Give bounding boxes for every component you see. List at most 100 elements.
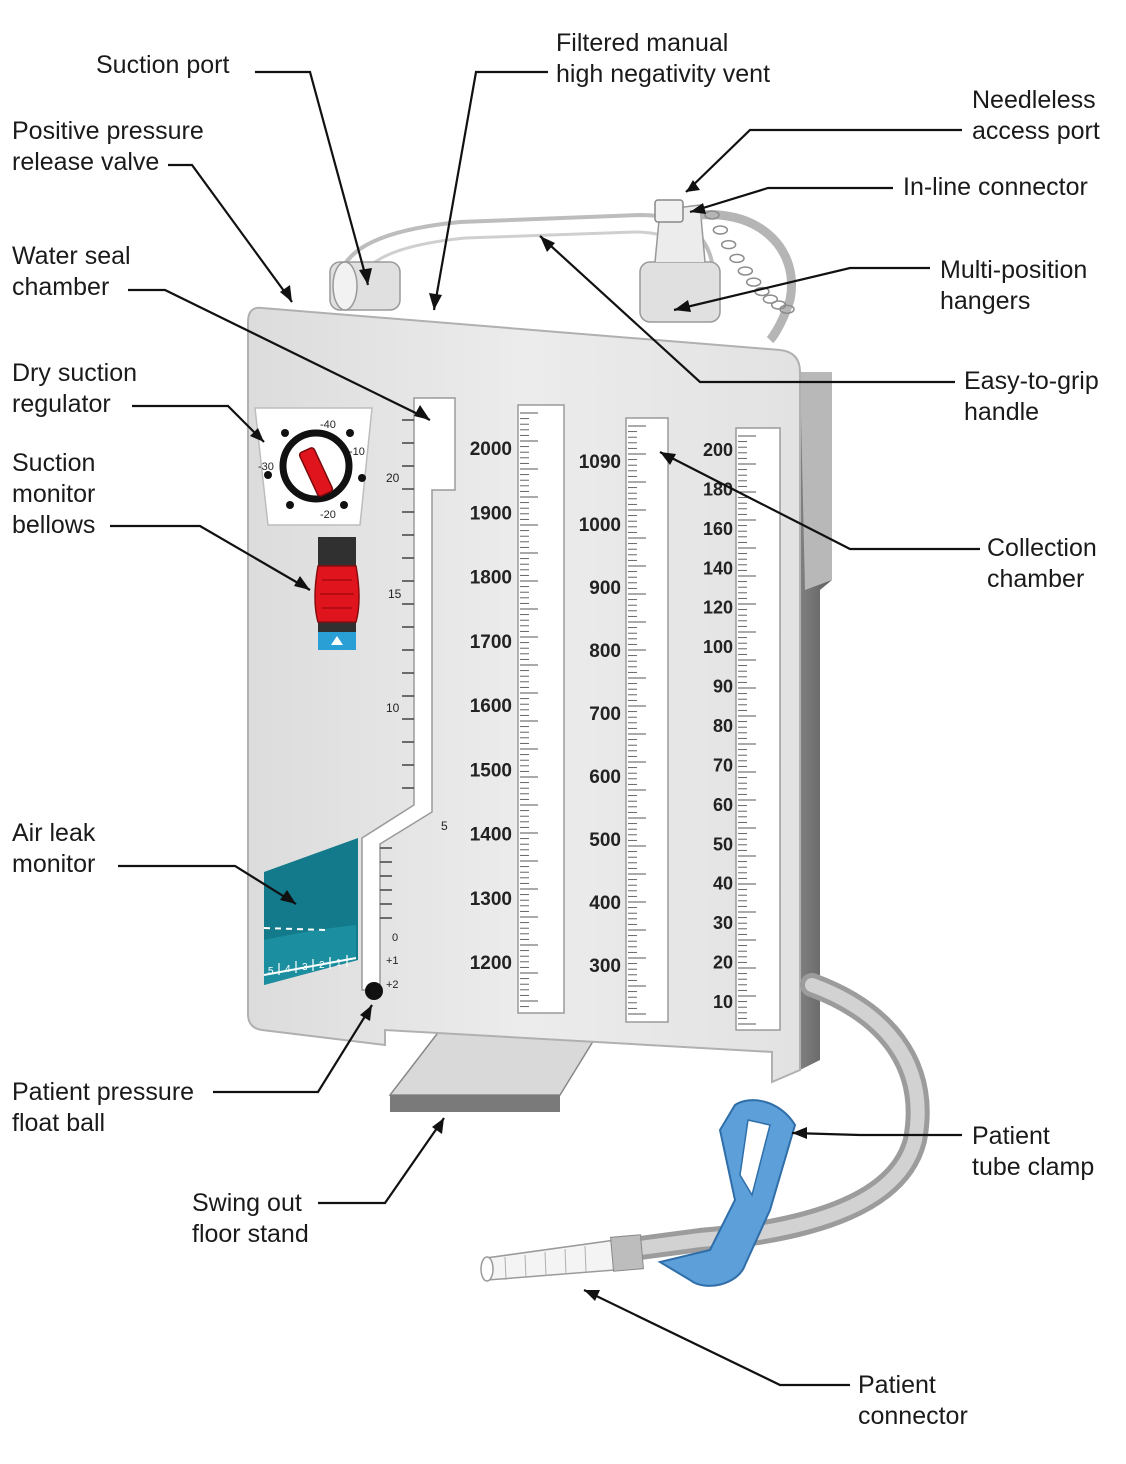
- collection-value: 1090: [579, 452, 621, 473]
- collection-value: 140: [703, 558, 733, 578]
- collection-value: 10: [713, 992, 733, 1012]
- coil-ring: [762, 294, 779, 304]
- label-float-ball: Patient pressure float ball: [12, 1077, 194, 1139]
- label-line: monitor: [12, 850, 96, 878]
- label-line: high negativity vent: [556, 60, 771, 88]
- collection-value: 1200: [470, 953, 512, 974]
- label-line: Dry suction: [12, 359, 138, 387]
- label-filtered-vent: Filtered manual high negativity vent: [556, 28, 770, 90]
- label-line: In-line connector: [903, 173, 1088, 201]
- dial-mark: -10: [349, 446, 365, 458]
- coil-ring: [729, 253, 745, 264]
- label-patient-connector: Patient connector: [858, 1370, 968, 1432]
- label-suction-port: Suction port: [96, 50, 229, 81]
- collection-scale-3: [735, 427, 781, 1031]
- coil-ring: [720, 239, 737, 250]
- collection-value: 1500: [470, 760, 512, 781]
- label-line: Easy-to-grip: [964, 367, 1099, 395]
- collection-value: 70: [713, 755, 733, 775]
- label-line: monitor: [12, 480, 96, 508]
- patient-pressure-float-ball: [365, 982, 383, 1000]
- collection-value: 1800: [470, 568, 512, 589]
- label-line: Patient pressure: [12, 1078, 195, 1106]
- label-line: floor stand: [192, 1220, 309, 1248]
- collection-value: 40: [713, 874, 733, 894]
- water-seal-mark: 10: [386, 701, 400, 715]
- collection-value: 1400: [470, 825, 512, 846]
- label-line: Air leak: [12, 819, 96, 847]
- dial-mark: -20: [320, 509, 336, 521]
- label-collection: Collection chamber: [987, 533, 1097, 595]
- label-line: float ball: [12, 1109, 106, 1137]
- label-line: Collection: [987, 534, 1097, 562]
- collection-value: 80: [713, 716, 733, 736]
- label-line: release valve: [12, 148, 160, 176]
- collection-scale-2: [625, 417, 669, 1023]
- coil-ring: [704, 210, 720, 220]
- collection-scale-1: [517, 404, 565, 1014]
- collection-value: 800: [589, 641, 621, 662]
- water-seal-mark: 20: [386, 471, 400, 485]
- collection-value: 1000: [579, 515, 621, 536]
- dial-mark: -30: [258, 461, 274, 473]
- label-line: connector: [858, 1402, 968, 1430]
- patient-tube-clamp: [657, 1099, 797, 1287]
- label-air-leak: Air leak monitor: [12, 818, 95, 880]
- collection-value: 1900: [470, 503, 512, 524]
- collection-value: 2000: [470, 439, 512, 460]
- label-inline-connector: In-line connector: [903, 172, 1088, 203]
- coil-ring: [712, 225, 729, 235]
- collection-chamber: [520, 412, 756, 1025]
- water-seal-scale: [380, 419, 414, 919]
- label-line: Multi-position: [940, 256, 1088, 284]
- coil-ring: [779, 304, 795, 315]
- in-line-connector: [654, 199, 684, 223]
- label-line: Needleless: [972, 86, 1096, 114]
- label-floor-stand: Swing out floor stand: [192, 1188, 309, 1250]
- label-handle: Easy-to-grip handle: [964, 366, 1099, 428]
- label-line: Water seal: [12, 242, 131, 270]
- collection-value: 90: [713, 677, 733, 697]
- label-line: Patient: [972, 1122, 1050, 1150]
- air-leak-digit: 2: [319, 960, 325, 971]
- collection-value: 160: [703, 519, 733, 539]
- label-line: handle: [964, 398, 1040, 426]
- collection-value: 50: [713, 834, 733, 854]
- label-hangers: Multi-position hangers: [940, 255, 1087, 317]
- coil-ring: [745, 277, 762, 287]
- collection-value: 1600: [470, 696, 512, 717]
- collection-value: 100: [703, 637, 733, 657]
- air-leak-digit: 1: [336, 958, 342, 969]
- water-seal-mark: 5: [441, 819, 448, 833]
- water-seal-mark: +1: [386, 955, 399, 967]
- air-leak-digit: 5: [268, 966, 274, 977]
- label-line: bellows: [12, 511, 96, 539]
- leader-lines: [110, 70, 980, 1387]
- label-line: Swing out: [192, 1189, 302, 1217]
- water-seal-mark: 15: [388, 587, 402, 601]
- collection-value: 400: [589, 893, 621, 914]
- collection-value: 900: [589, 578, 621, 599]
- collection-value: 300: [589, 956, 621, 977]
- label-positive-pressure-valve: Positive pressure release valve: [12, 116, 204, 178]
- label-needleless-port: Needleless access port: [972, 85, 1100, 147]
- label-water-seal: Water seal chamber: [12, 241, 131, 303]
- label-line: Filtered manual: [556, 29, 729, 57]
- collection-value: 30: [713, 913, 733, 933]
- air-leak-digit: 3: [302, 962, 308, 973]
- label-line: Positive pressure: [12, 117, 204, 145]
- collection-value: 20: [713, 953, 733, 973]
- collection-value: 500: [589, 830, 621, 851]
- dial-mark: -40: [320, 419, 336, 431]
- label-line: tube clamp: [972, 1153, 1095, 1181]
- collection-value: 60: [713, 795, 733, 815]
- label-dry-suction: Dry suction regulator: [12, 358, 137, 420]
- coiled-tubing: [699, 210, 796, 344]
- air-leak-digit: 4: [285, 964, 291, 975]
- water-seal-mark: 0: [392, 932, 398, 944]
- device-side-upper: [800, 372, 832, 590]
- label-line: access port: [972, 117, 1100, 145]
